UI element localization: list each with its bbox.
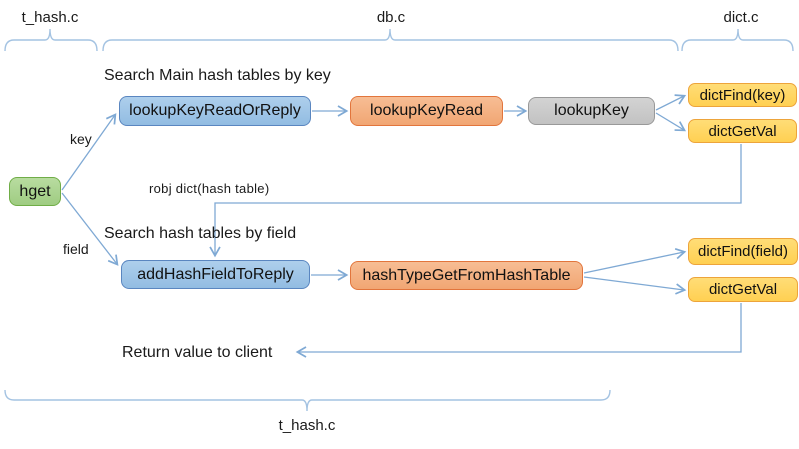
brace-t-hash-bottom (4, 389, 611, 412)
annotation-robj-dict: robj dict(hash table) (149, 181, 270, 196)
node-lookupkeyread: lookupKeyRead (350, 96, 503, 126)
node-dictgetval-2: dictGetVal (688, 277, 798, 302)
brace-dict (681, 28, 794, 52)
file-label-t-hash-top: t_hash.c (21, 9, 79, 26)
node-hashtypegetfromhashtable: hashTypeGetFromHashTable (350, 261, 583, 290)
connector-hget-to-addhashfieldtoreply (61, 192, 119, 266)
file-label-t-hash-bottom: t_hash.c (278, 417, 336, 434)
brace-db (102, 28, 679, 52)
connector-hget-to-lookupkeyreadorreply (61, 113, 117, 191)
annotation-search-main-hash: Search Main hash tables by key (104, 67, 331, 84)
node-hget: hget (9, 177, 61, 206)
node-addhashfieldtoreply: addHashFieldToReply (121, 260, 310, 289)
annotation-return-value: Return value to client (122, 344, 273, 361)
annotation-key: key (70, 131, 92, 147)
node-lookupkeyreadorreply: lookupKeyReadOrReply (119, 96, 311, 126)
node-dictfind-key: dictFind(key) (688, 83, 797, 107)
node-lookupkey: lookupKey (528, 97, 655, 125)
connector-return-value-to-client (295, 303, 742, 358)
connector-hashtypeget-to-dictfindfield (583, 247, 687, 274)
node-dictfind-field: dictFind(field) (688, 238, 798, 265)
node-dictgetval-1: dictGetVal (688, 119, 797, 143)
file-label-db: db.c (376, 9, 406, 26)
annotation-field: field (63, 241, 89, 257)
connector-hashtypeget-to-dictgetval2 (583, 276, 687, 295)
connector-robj-dict-return (209, 144, 742, 258)
file-label-dict: dict.c (723, 9, 759, 26)
connector-lookupkey-to-dictfindkey (655, 94, 687, 111)
annotation-search-hash-field: Search hash tables by field (104, 225, 297, 242)
brace-t-hash-top (4, 28, 98, 52)
connector-lookupkey-to-dictgetval1 (655, 112, 687, 132)
